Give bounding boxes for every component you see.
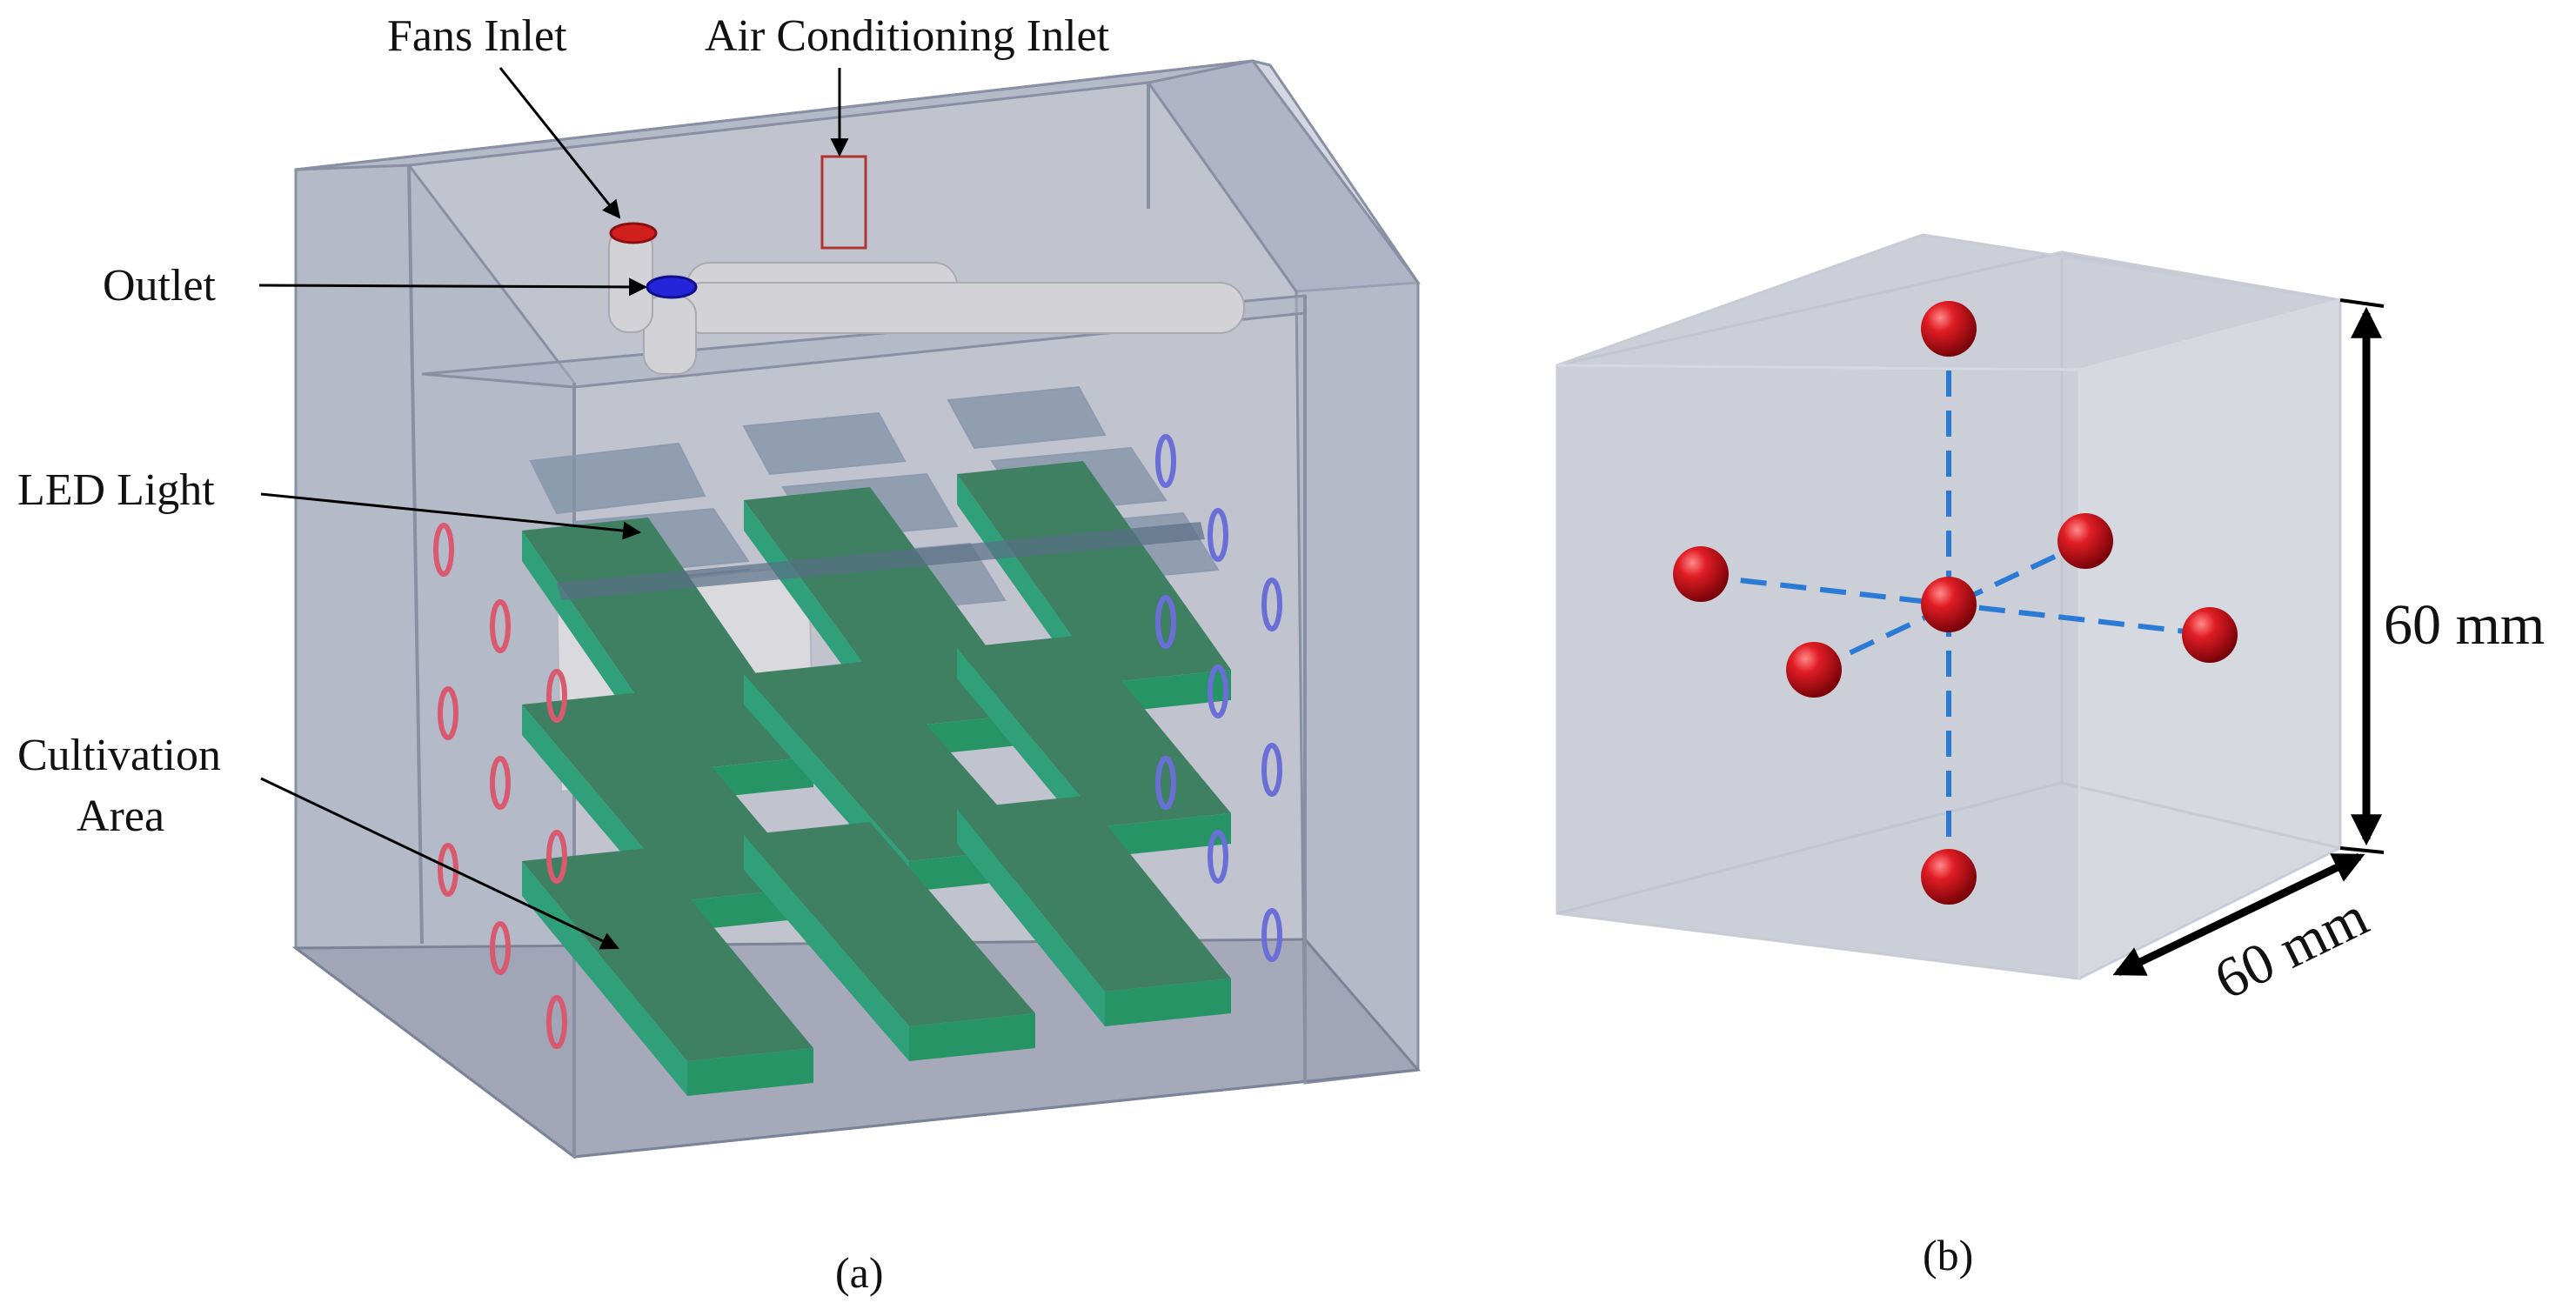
probe-sphere-back	[2057, 513, 2113, 569]
label-outlet: Outlet	[103, 261, 217, 311]
panel-a-chamber	[291, 59, 1422, 1159]
probe-sphere-left	[1673, 546, 1729, 602]
leader-outlet	[258, 277, 648, 297]
dimension-tick	[2339, 846, 2385, 854]
light-bar	[557, 522, 1205, 600]
leader-led-light	[260, 492, 642, 540]
probe-sphere-top	[1921, 301, 1977, 357]
caption-b: (b)	[1923, 1231, 1973, 1279]
dimension-label-height: 60 mm	[2384, 593, 2545, 657]
probe-spheres	[1673, 301, 2238, 905]
probe-sphere-center	[1921, 577, 1977, 632]
air-conditioning-inlet	[820, 155, 867, 250]
fans-inlet-marker	[609, 222, 658, 244]
back-frame-line	[407, 164, 424, 945]
label-air-conditioning-inlet: Air Conditioning Inlet	[705, 11, 1110, 61]
cube-edge	[2078, 298, 2341, 371]
probe-sphere-front	[1786, 642, 1842, 698]
dimension-arrow-depth	[2112, 852, 2365, 977]
label-cultivation-area-line1: Cultivation	[17, 731, 221, 780]
cube-edge	[1556, 364, 2080, 371]
probe-sphere-bottom	[1921, 849, 1977, 905]
leader-cultivation-area	[260, 777, 619, 950]
label-fans-inlet: Fans Inlet	[387, 11, 567, 61]
outlet-marker	[646, 275, 698, 299]
probe-sphere-right	[2182, 607, 2238, 663]
caption-a: (a)	[835, 1248, 884, 1297]
label-led-light: LED Light	[17, 465, 215, 515]
panel-b-cube: 60 mm 60 mm (b)	[1556, 233, 2545, 1279]
right-vent-rings	[1155, 434, 1282, 962]
leader-fans-inlet	[498, 67, 621, 219]
label-cultivation-area-line2: Area	[77, 792, 164, 841]
panel-a-callouts: Fans Inlet Air Conditioning Inlet Outlet…	[17, 11, 1110, 1297]
dimension-tick	[2339, 298, 2385, 308]
